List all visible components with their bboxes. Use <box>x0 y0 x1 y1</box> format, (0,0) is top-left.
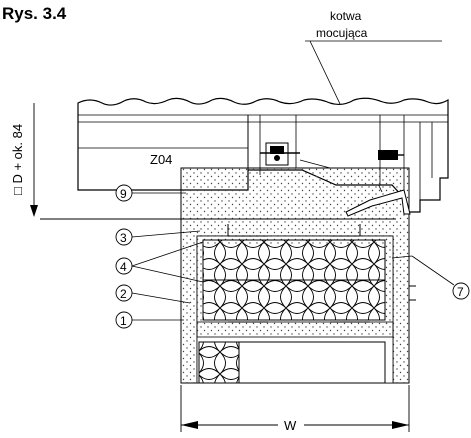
svg-text:7: 7 <box>457 285 464 299</box>
callout-1: 1 <box>115 311 184 329</box>
callout-3: 3 <box>115 228 201 246</box>
callout-2: 2 <box>115 284 191 304</box>
callout-4: 4 <box>115 241 204 283</box>
dimension-vertical-label: □ D + ok. 84 <box>10 124 25 195</box>
svg-text:1: 1 <box>120 314 127 328</box>
svg-text:9: 9 <box>120 187 127 201</box>
anchor-bracket <box>345 189 411 217</box>
svg-text:2: 2 <box>120 287 127 301</box>
insulation-pins <box>227 224 416 323</box>
svg-text:4: 4 <box>120 260 127 274</box>
figure-title: Rys. 3.4 <box>2 4 67 23</box>
anchor-label-line2: mocująca <box>316 26 368 40</box>
vertical-dimension: □ D + ok. 84 <box>10 103 38 217</box>
mineral-wool <box>198 239 386 384</box>
callout-7: 7 <box>391 255 470 300</box>
svg-text:3: 3 <box>120 231 127 245</box>
dimension-width-label: W <box>284 418 297 433</box>
element-code-label: Z04 <box>150 152 172 167</box>
width-dimension: W <box>180 385 410 433</box>
anchor-label-line1: kotwa <box>330 9 362 23</box>
callout-9: 9 <box>115 184 186 202</box>
